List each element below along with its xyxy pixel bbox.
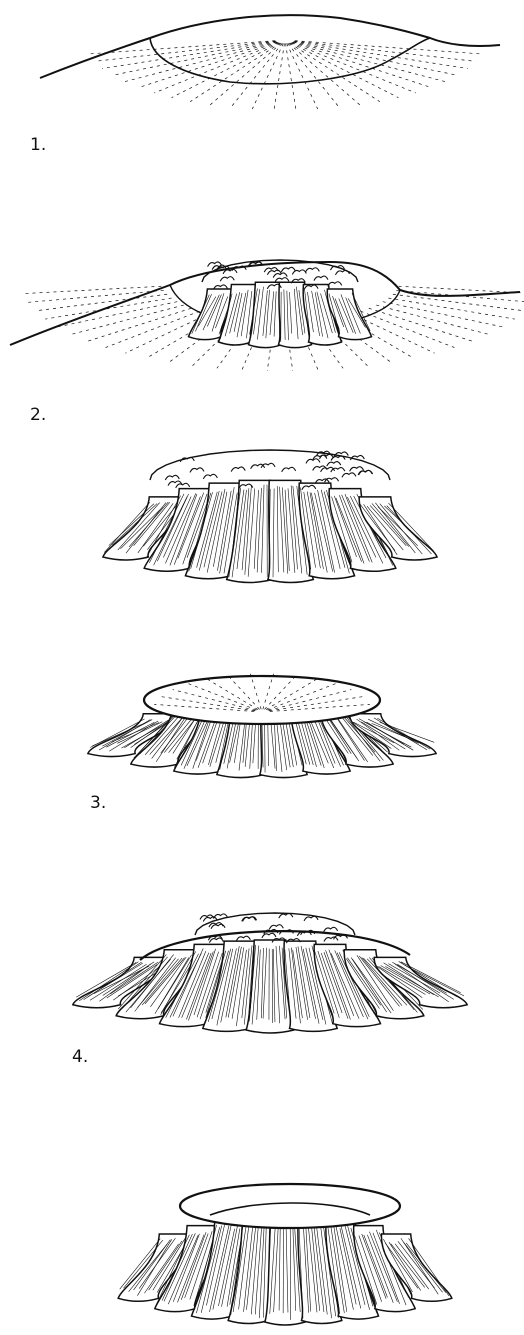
stage3a-crown-head	[231, 467, 245, 472]
stage4a-crown-head	[211, 924, 225, 929]
stage1-ground-line	[40, 15, 500, 78]
stage2-crown-head	[328, 282, 342, 287]
stage1-ray	[138, 42, 277, 87]
stage1-label: 1.	[30, 135, 46, 155]
stage1-ray	[154, 43, 278, 93]
stage3a-crown-head	[165, 475, 179, 480]
stage4-spreading-colony-drawing	[73, 913, 467, 1033]
stage2-ray	[376, 305, 488, 334]
stage2-crown-head	[314, 276, 328, 281]
stage3b-rim	[144, 676, 380, 724]
stage4a-crown-head	[304, 916, 318, 921]
stage1-ray	[287, 43, 318, 109]
stage2-ray	[383, 302, 503, 327]
stage1-ray	[291, 43, 399, 98]
stage2-label: 2.	[30, 405, 46, 425]
stage2-ray	[71, 305, 183, 334]
stage1-ray	[294, 42, 458, 76]
stage1-ray	[95, 41, 276, 61]
stage2-ray	[88, 308, 192, 341]
stage2-ray	[35, 294, 167, 311]
stage1-ray	[293, 42, 446, 82]
stage1-ray	[292, 43, 416, 93]
stage3a-crown-head	[176, 483, 190, 488]
stage1-ray	[210, 43, 281, 105]
stage1-ray	[112, 42, 276, 76]
stage3a-crown-head	[168, 481, 182, 486]
stage2-ray	[106, 311, 200, 347]
stage2-ray	[369, 308, 473, 341]
stage1-radiating-lines	[89, 41, 481, 110]
stage2-ray	[57, 302, 177, 327]
stage3-label: 3.	[90, 793, 106, 813]
stage4a-crown-head	[269, 925, 283, 930]
stage4a-crown-head	[324, 927, 338, 932]
stage3a-crown	[150, 450, 390, 480]
stage4a-crown-head	[236, 936, 250, 941]
stage2-polyp-mound	[189, 260, 372, 348]
stage1-ray	[274, 43, 284, 109]
stage3-dome-colony-drawing	[103, 450, 437, 583]
stage1-ray	[288, 43, 339, 107]
stage3a-crown-head	[342, 473, 356, 478]
stage2-crown-head	[305, 268, 319, 273]
stage3a-crown-head	[203, 474, 217, 479]
stage4-label: 4.	[72, 1047, 88, 1067]
stage4b-rim	[180, 1184, 400, 1228]
stage1-ray	[290, 43, 380, 102]
stage2-colony-drawing	[10, 260, 524, 371]
stage2-ray	[360, 311, 454, 347]
stage2-crown-head	[335, 270, 349, 275]
stage1-ray	[289, 43, 360, 105]
stage2-crown-head	[292, 270, 306, 275]
stage1-ray	[295, 41, 481, 54]
stage3a-crown-head	[190, 468, 204, 473]
stage2-crown-head	[281, 267, 295, 272]
stage1-ray	[286, 43, 296, 109]
stage4a-crown-head	[279, 913, 293, 918]
stage1-ray	[252, 43, 283, 109]
stage4a-crown-head	[324, 937, 338, 942]
stage3a-crown-head	[282, 467, 296, 472]
stage4a-crown-head	[209, 938, 223, 943]
stage3a-crown-head	[325, 478, 339, 483]
stage2-crown-head	[220, 277, 234, 282]
stage2-crown-head	[273, 273, 287, 278]
stage4-ring-colony-drawing	[118, 1184, 452, 1325]
stage1-ray	[89, 41, 275, 54]
stage3a-crown-head	[251, 464, 265, 469]
stage3-hollow-colony-drawing	[88, 674, 436, 778]
stage1-crater-drawing	[40, 15, 500, 110]
stage1-ray	[190, 43, 280, 102]
stage1-ray	[231, 43, 282, 107]
stage2-ray	[393, 294, 524, 311]
stage3a-crown-head	[327, 462, 341, 467]
stage1-ray	[172, 43, 280, 98]
stage1-depression-outline	[150, 38, 430, 84]
